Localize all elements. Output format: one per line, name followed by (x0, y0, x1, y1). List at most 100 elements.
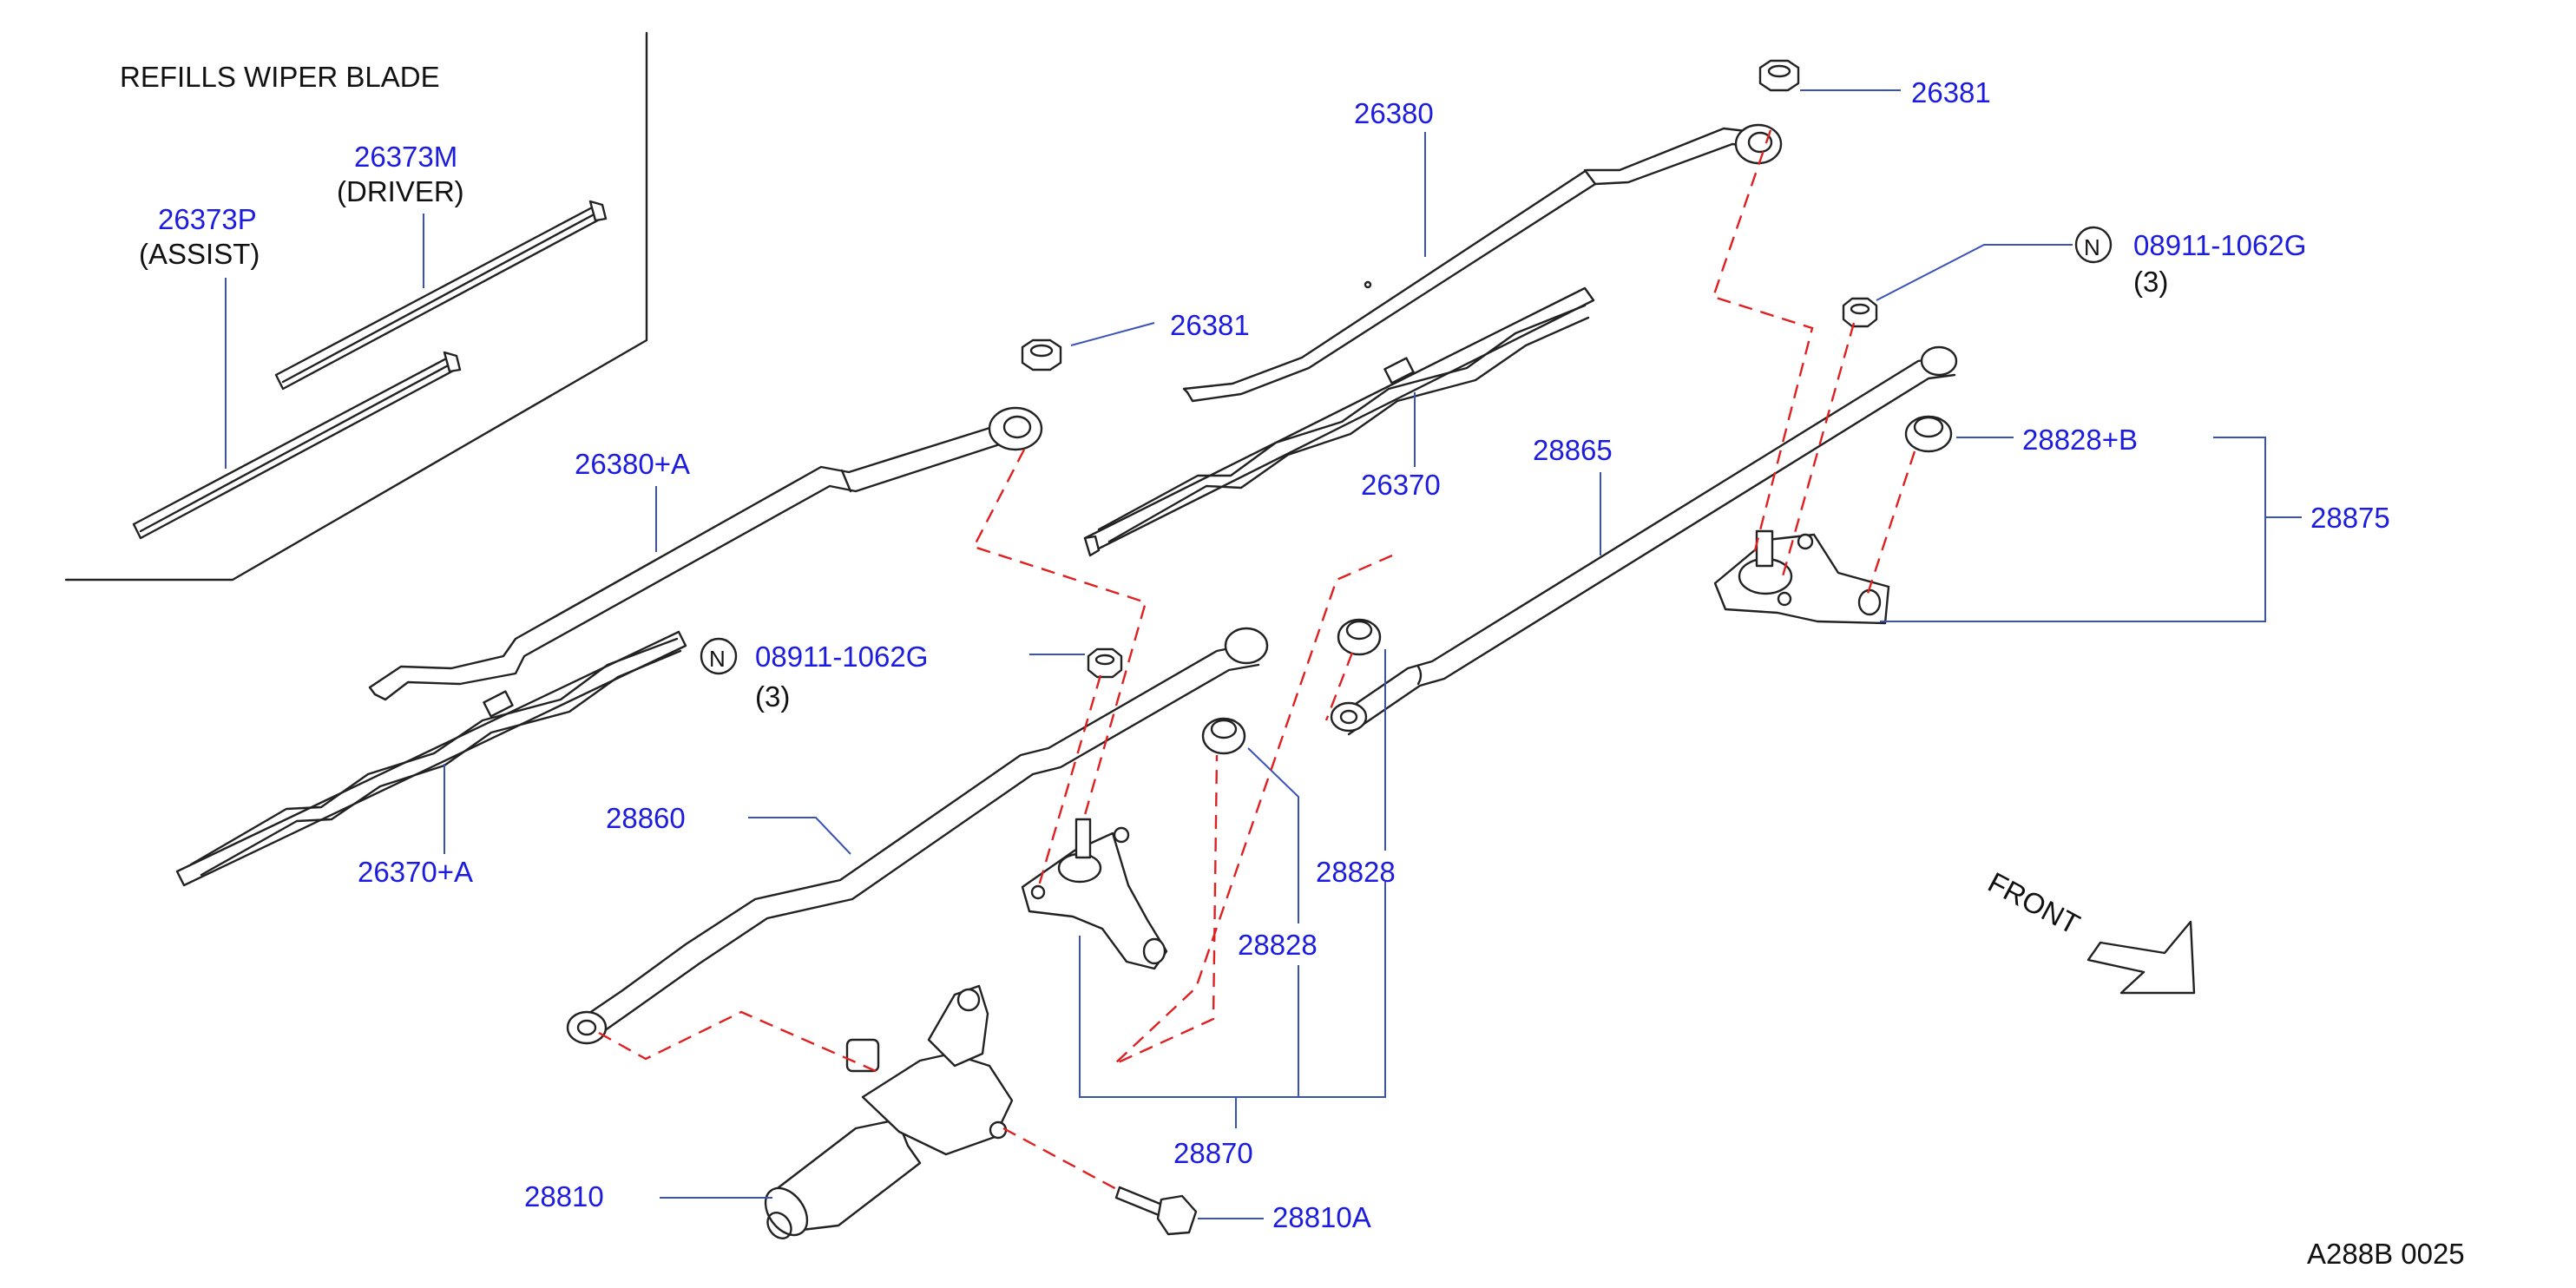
blade-26370 (1083, 286, 1595, 557)
front-label: FRONT (1983, 866, 2086, 941)
refills-inset: REFILLS WIPER BLADE 26373M (DRIVER) 2637… (64, 31, 648, 582)
rod-28865-ball (1920, 345, 1958, 377)
label-26381-mid[interactable]: 26381 (1170, 309, 1250, 341)
nut-26381-top (1758, 59, 1800, 92)
pivot-right-bolt (1777, 591, 1792, 607)
arm-26380-lower (1186, 142, 1764, 403)
driver-note: (DRIVER) (337, 175, 464, 207)
link-28860-end (566, 1010, 608, 1045)
blade-26370a (175, 630, 687, 887)
motor-28810 (764, 984, 1014, 1239)
label-28828-b[interactable]: 28828 (1238, 929, 1318, 961)
refill-assist-groove (139, 361, 455, 533)
label-08911-left[interactable]: 08911-1062G (755, 641, 928, 673)
n-mark-left: N (709, 646, 726, 672)
assist-note: (ASSIST) (139, 238, 260, 270)
arm-26380a-lower (373, 437, 1031, 701)
pivot-right-ball (1857, 588, 1882, 616)
motor-28810-endcap (764, 1186, 809, 1237)
dash-motor-link (598, 1010, 884, 1076)
link-28860-ball (1224, 627, 1269, 665)
blade-26370-frame (1097, 304, 1587, 531)
refill-driver-tip (588, 200, 608, 222)
bush-28828-lower (1201, 717, 1246, 755)
label-28875[interactable]: 28875 (2310, 502, 2390, 534)
inset-border (64, 31, 648, 582)
bush-28828-upper-outer (1337, 618, 1382, 656)
blade-26370a-frame (189, 637, 679, 866)
nut-26381-top-hole (1767, 64, 1791, 78)
motor-28810-connector (845, 1038, 880, 1073)
label-28828b[interactable]: 28828+B (2022, 424, 2138, 456)
blade-26370a-clip (483, 690, 514, 718)
rod-28865-lower (1347, 373, 1956, 736)
arm-26380a-joint (840, 469, 852, 493)
label-28810a[interactable]: 28810A (1272, 1201, 1371, 1233)
arm-26380a (368, 406, 1043, 701)
bolt-28810a (1114, 1186, 1198, 1236)
arm-26380a-head-hole (1002, 415, 1032, 439)
nut-08911-left-hole (1094, 654, 1115, 666)
motor-28810-mount (989, 1120, 1008, 1140)
bush-28828-lower-outer (1201, 717, 1246, 755)
front-arrow-icon (2086, 920, 2196, 995)
dash-upper-bush (1324, 652, 1354, 721)
label-28865[interactable]: 28865 (1533, 434, 1613, 466)
label-26373m[interactable]: 26373M (354, 141, 457, 173)
inset-title: REFILLS WIPER BLADE (120, 61, 440, 93)
nut-26381-mid (1021, 338, 1062, 371)
blade-26370-frame-inner (1107, 316, 1590, 543)
bush-28828b-outer (1904, 415, 1953, 453)
label-26381-top[interactable]: 26381 (1911, 76, 1991, 108)
bush-28828b (1904, 415, 1953, 453)
pivot-right-stud (1797, 533, 1814, 550)
n-mark-right: N (2084, 234, 2100, 260)
link-rod-28865 (1330, 345, 1958, 736)
pivot-left-stud (1113, 826, 1130, 844)
n-circle-icon (2074, 226, 2113, 264)
rod-28865-end (1330, 701, 1368, 733)
qty-08911-right: (3) (2133, 266, 2168, 298)
bolt-28810a-head (1156, 1194, 1198, 1236)
assembly-lines (598, 129, 1916, 1193)
label-26370[interactable]: 26370 (1361, 469, 1441, 501)
bush-28828-upper-inner (1345, 620, 1373, 641)
leader-28828-b (1247, 747, 1299, 923)
dash-left-arm (972, 449, 1147, 822)
label-26370a[interactable]: 26370+A (358, 856, 473, 888)
label-28828-a[interactable]: 28828 (1316, 856, 1396, 888)
leader-28860 (748, 817, 851, 855)
label-08911-right[interactable]: 08911-1062G (2133, 229, 2306, 261)
label-26380[interactable]: 26380 (1354, 97, 1434, 129)
refill-driver-groove (281, 210, 601, 384)
label-28860[interactable]: 28860 (606, 802, 686, 834)
reference-code: A288B 0025 (2307, 1238, 2465, 1270)
arm-26380-upper (1182, 127, 1755, 394)
arm-26380 (1182, 123, 1783, 403)
qty-08911-left: (3) (755, 680, 790, 713)
bush-28828b-inner (1913, 416, 1944, 438)
dash-left-nut (1036, 674, 1102, 890)
dash-top-right-arm (1712, 129, 1814, 558)
nut-08911-right-hole (1850, 303, 1870, 315)
pivot-left-ball (1142, 937, 1166, 965)
pivot-right-shaft (1755, 529, 1774, 568)
label-28870[interactable]: 28870 (1173, 1137, 1253, 1169)
blade-26370-clip (1383, 357, 1415, 384)
label-28810[interactable]: 28810 (524, 1180, 604, 1212)
arm-26380-head-hole (1747, 131, 1773, 154)
nut-26381-mid-hole (1029, 344, 1054, 358)
bracket-28875 (1880, 437, 2266, 622)
leader-08911-right (1876, 244, 2073, 301)
label-26380a[interactable]: 26380+A (575, 448, 690, 480)
link-28860-lower (585, 663, 1260, 1045)
pivot-left (1021, 818, 1168, 970)
motor-28810-gearbox (861, 1052, 1014, 1156)
nut-08911-left (1087, 647, 1123, 679)
pivot-right (1713, 529, 1890, 625)
leader-26381-mid (1070, 322, 1155, 346)
nut-08911-right (1842, 297, 1878, 328)
rod-28865-end-hole (1339, 709, 1358, 725)
label-26373p[interactable]: 26373P (158, 203, 257, 235)
